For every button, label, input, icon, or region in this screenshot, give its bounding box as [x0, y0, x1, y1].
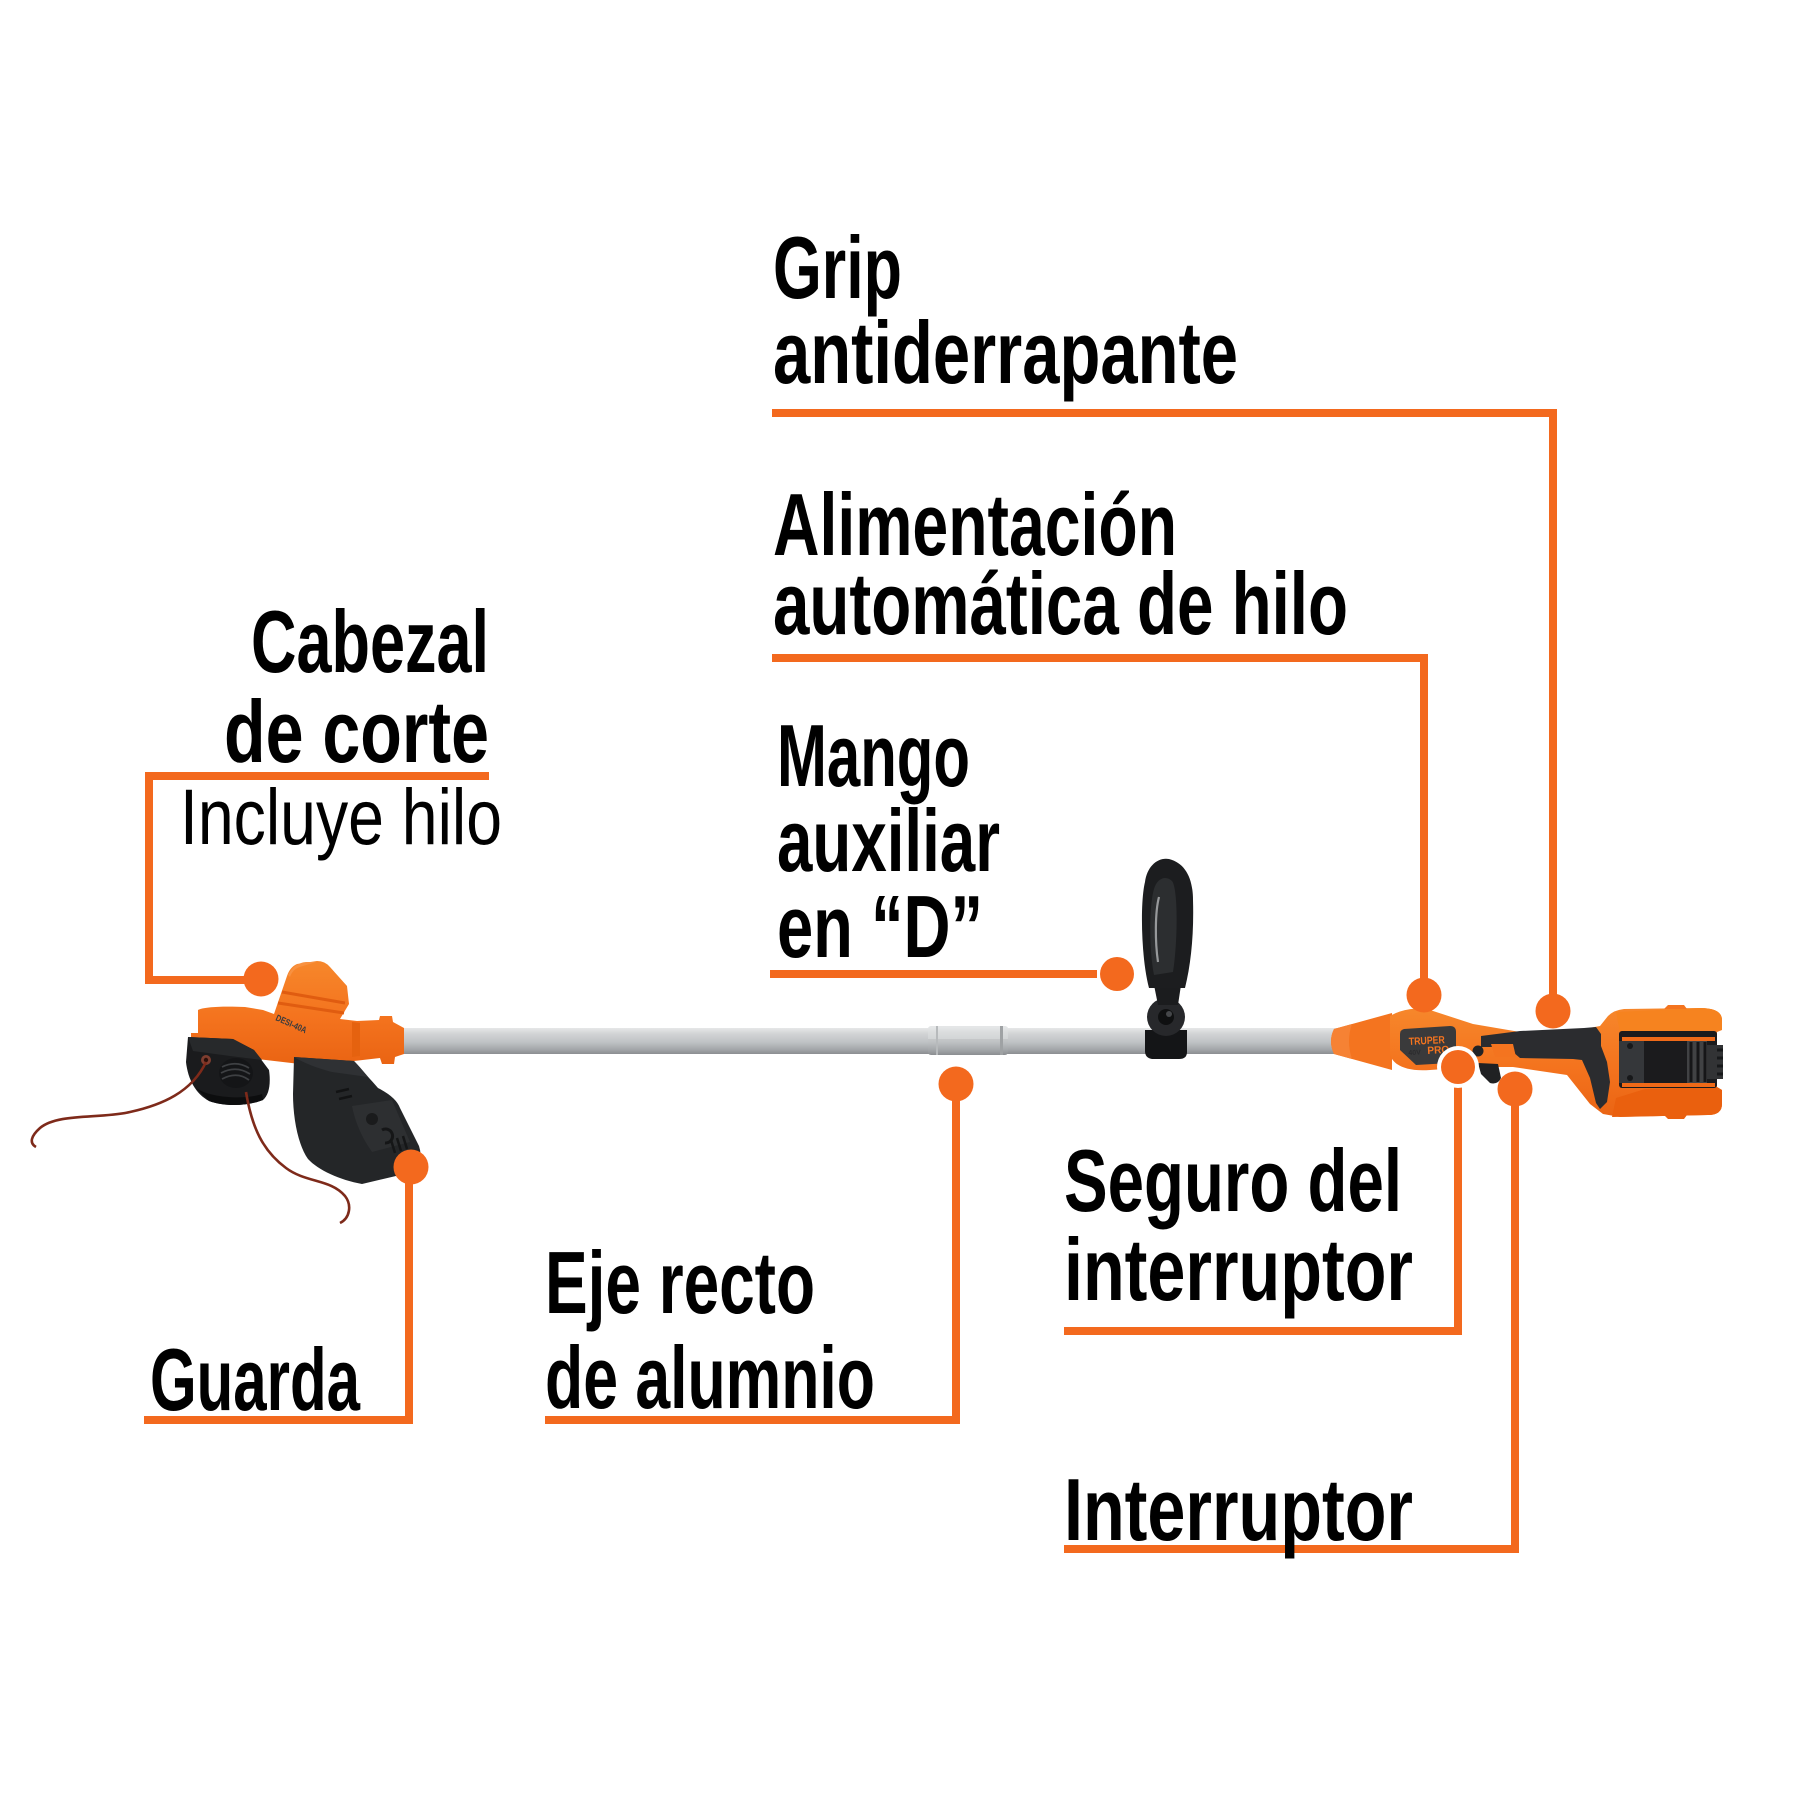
svg-text:de alumnio: de alumnio [545, 1328, 875, 1427]
svg-text:Cabezal: Cabezal [251, 592, 489, 691]
svg-text:en “D”: en “D” [777, 877, 983, 976]
svg-text:interruptor: interruptor [1064, 1220, 1413, 1319]
svg-text:de corte: de corte [224, 682, 489, 781]
svg-text:automática de hilo: automática de hilo [773, 554, 1348, 653]
svg-text:antiderrapante: antiderrapante [773, 303, 1238, 402]
svg-text:40V: 40V [1408, 1049, 1421, 1057]
svg-text:Grip: Grip [773, 218, 902, 317]
svg-text:Seguro del: Seguro del [1064, 1131, 1402, 1230]
svg-text:Guarda: Guarda [150, 1330, 361, 1429]
svg-text:auxiliar: auxiliar [777, 791, 1000, 890]
svg-text:TRUPER: TRUPER [1409, 1034, 1446, 1048]
svg-text:Mango: Mango [777, 706, 970, 805]
svg-text:Interruptor: Interruptor [1064, 1460, 1413, 1559]
svg-text:Incluye hilo: Incluye hilo [180, 772, 502, 861]
svg-text:Alimentación: Alimentación [773, 475, 1177, 574]
svg-text:Eje recto: Eje recto [545, 1233, 815, 1332]
